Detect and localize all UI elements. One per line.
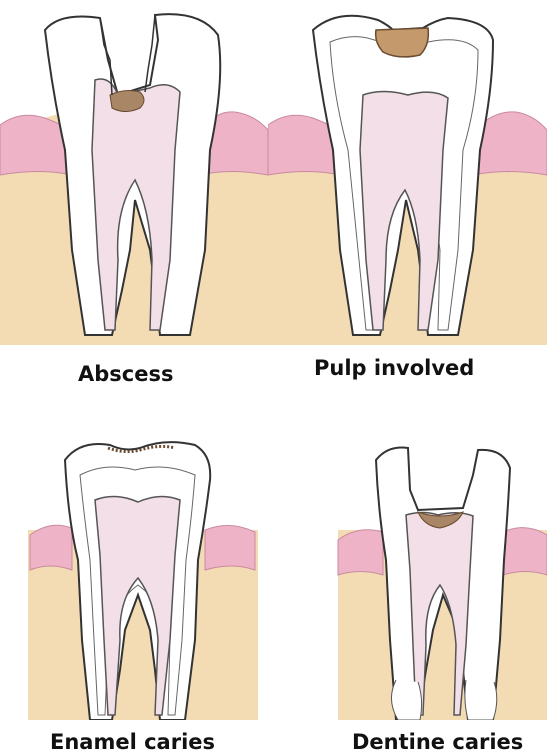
- pulp-involved-tooth-illustration: [268, 0, 547, 345]
- caption-pulp-involved: Pulp involved: [314, 358, 474, 379]
- caption-abscess: Abscess: [78, 364, 173, 385]
- gum: [30, 525, 72, 570]
- caption-dentine-caries: Dentine caries: [352, 732, 523, 753]
- panel-pulp-involved: [268, 0, 547, 345]
- gum: [503, 528, 547, 575]
- dentine-caries-tooth-illustration: [268, 420, 547, 720]
- gum: [205, 525, 255, 570]
- panel-enamel-caries: [0, 420, 268, 720]
- root-tip-abscess: [465, 680, 497, 720]
- panel-dentine-caries: [268, 420, 547, 720]
- panel-abscess: [0, 0, 268, 345]
- gum: [338, 530, 383, 575]
- abscess-tooth-illustration: [0, 0, 268, 345]
- root-tip-abscess: [391, 680, 421, 720]
- decay: [110, 91, 144, 112]
- enamel-caries-tooth-illustration: [0, 420, 268, 720]
- decay: [376, 28, 429, 57]
- caption-enamel-caries: Enamel caries: [50, 732, 215, 753]
